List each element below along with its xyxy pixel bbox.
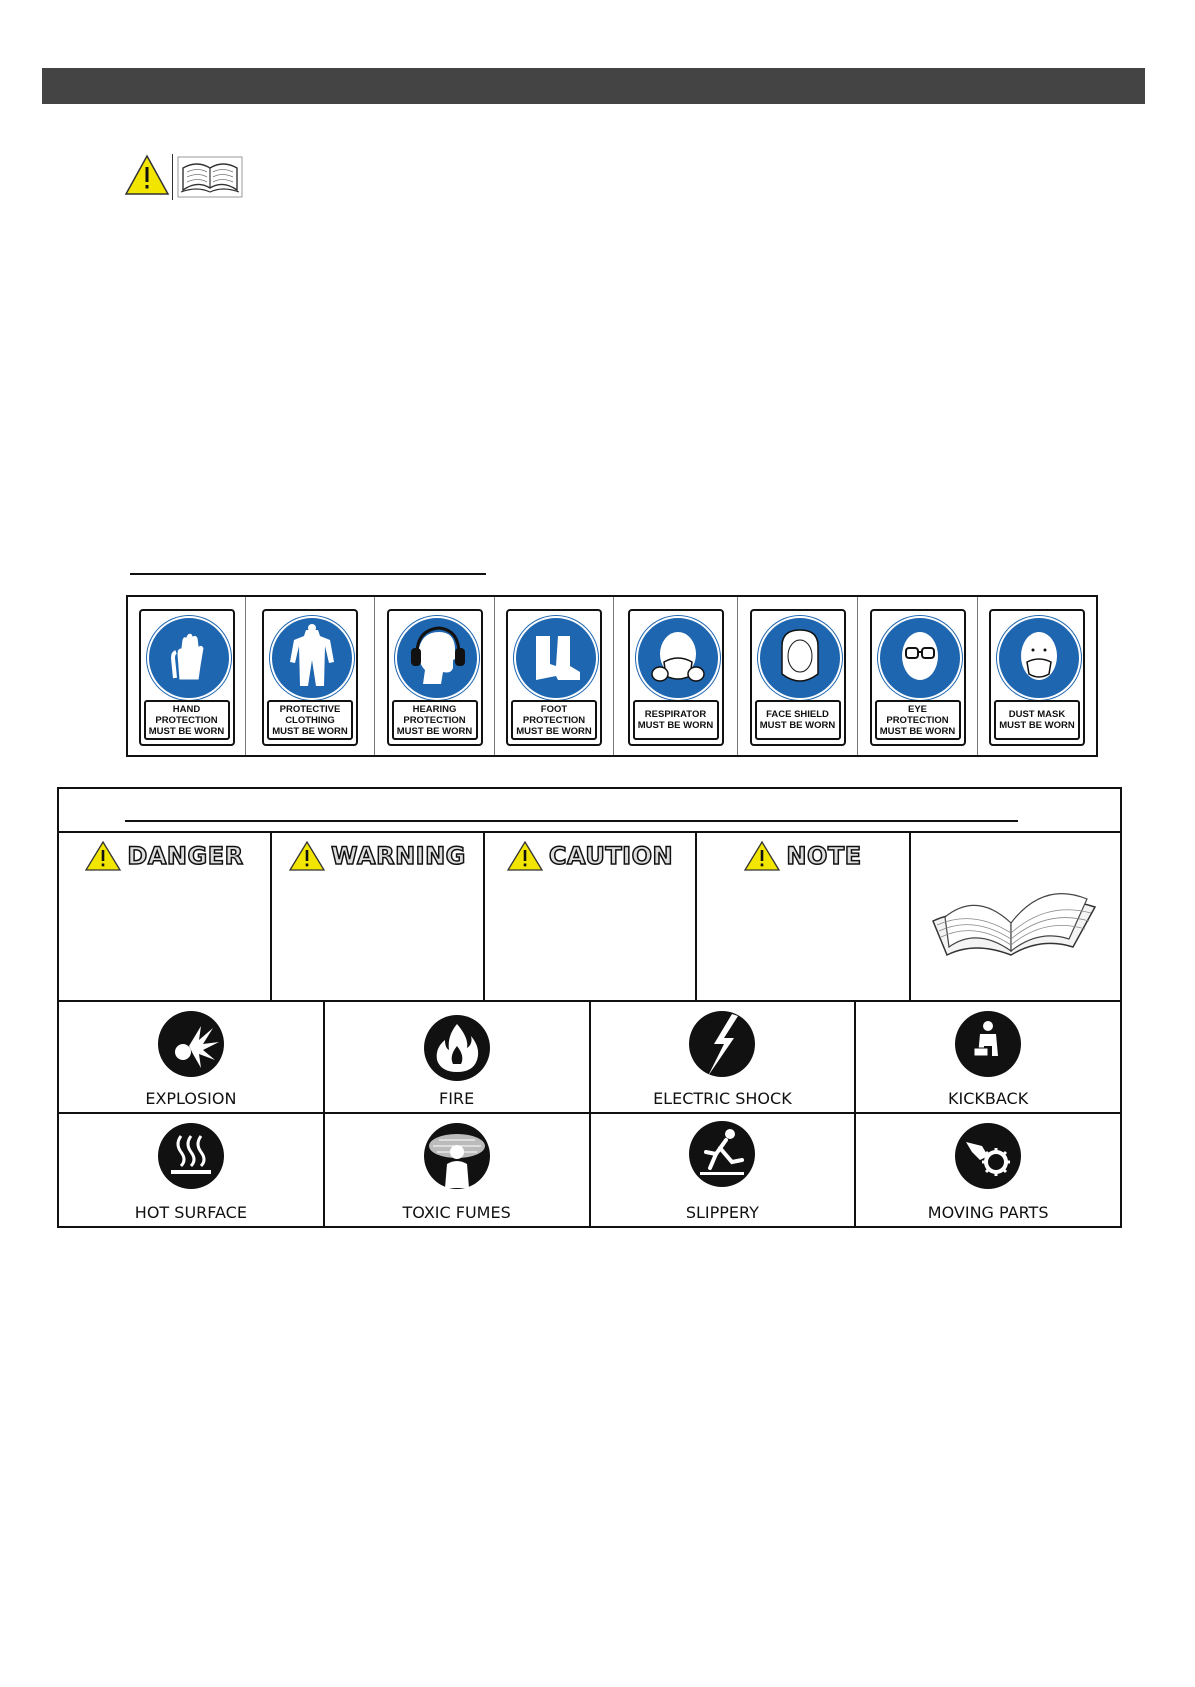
- ppe-sign: PROTECTIVE CLOTHING MUST BE WORN: [262, 609, 358, 746]
- dust-mask-icon: [1021, 632, 1057, 680]
- ppe-cell-eye: EYE PROTECTION MUST BE WORN: [858, 597, 978, 755]
- ppe-label: RESPIRATOR MUST BE WORN: [632, 700, 719, 740]
- ppe-label: DUST MASK MUST BE WORN: [994, 700, 1080, 740]
- hazard-label: SLIPPERY: [685, 1203, 759, 1222]
- toxic-fumes-icon: [423, 1123, 490, 1189]
- ear-muff-icon: [410, 626, 465, 684]
- face-shield-icon: [780, 629, 819, 682]
- signal-cell-warning: WARNING: [272, 833, 485, 1000]
- kickback-icon: [955, 1011, 1022, 1077]
- boot-icon: [536, 636, 580, 680]
- ppe-label: FACE SHIELD MUST BE WORN: [754, 700, 841, 740]
- slippery-icon: [689, 1121, 756, 1187]
- warning-triangle-icon: [85, 841, 122, 871]
- hazard-cell-hot-surface: HOT SURFACE: [59, 1114, 325, 1226]
- ppe-sign: HAND PROTECTION MUST BE WORN: [138, 609, 235, 746]
- hazard-cell-explosion: EXPLOSION: [59, 1002, 325, 1112]
- warning-triangle-icon: [506, 841, 543, 871]
- ppe-label: HEARING PROTECTION MUST BE WORN: [391, 700, 478, 740]
- hazard-row-1: EXPLOSION FIRE ELECTRIC SHOCK: [59, 1002, 1120, 1114]
- signal-cell-manual: [911, 833, 1120, 1000]
- ppe-cell-hand: HAND PROTECTION MUST BE WORN: [128, 597, 246, 755]
- signal-cell-note: NOTE: [697, 833, 911, 1000]
- ppe-sign: RESPIRATOR MUST BE WORN: [627, 609, 724, 746]
- ppe-cell-hearing: HEARING PROTECTION MUST BE WORN: [375, 597, 495, 755]
- glove-icon: [170, 632, 205, 681]
- read-manual-icon: [177, 156, 243, 198]
- ppe-cell-respirator: RESPIRATOR MUST BE WORN: [614, 597, 738, 755]
- ppe-cell-clothing: PROTECTIVE CLOTHING MUST BE WORN: [246, 597, 375, 755]
- signal-cell-danger: DANGER: [59, 833, 272, 1000]
- hazard-label: ELECTRIC SHOCK: [653, 1089, 792, 1108]
- hazard-label: MOVING PARTS: [927, 1203, 1049, 1222]
- hot-surface-icon: [157, 1123, 224, 1189]
- ppe-sign: DUST MASK MUST BE WORN: [989, 609, 1085, 746]
- ppe-cell-face-shield: FACE SHIELD MUST BE WORN: [738, 597, 858, 755]
- hazard-label: HOT SURFACE: [134, 1203, 247, 1222]
- respirator-icon: [650, 632, 705, 682]
- hazard-cell-slippery: SLIPPERY: [591, 1114, 857, 1226]
- hazard-cell-fire: FIRE: [325, 1002, 591, 1112]
- header-underline: [125, 820, 1018, 822]
- warning-triangle-icon: [124, 154, 170, 195]
- header-bar: [42, 68, 1145, 104]
- hazard-symbols-table: DANGER WARNING CAUTION: [57, 787, 1122, 1228]
- ppe-cell-foot: FOOT PROTECTION MUST BE WORN: [495, 597, 614, 755]
- section-underline: [130, 573, 486, 575]
- signal-words-row: DANGER WARNING CAUTION: [59, 833, 1120, 1002]
- ppe-cell-dust-mask: DUST MASK MUST BE WORN: [978, 597, 1096, 755]
- warning-triangle-icon: [289, 841, 326, 871]
- signal-cell-caution: CAUTION: [485, 833, 697, 1000]
- ppe-label: FOOT PROTECTION MUST BE WORN: [511, 700, 597, 740]
- hazard-label: EXPLOSION: [145, 1089, 237, 1108]
- signal-word-note: NOTE: [786, 841, 862, 871]
- hazard-label: TOXIC FUMES: [402, 1203, 511, 1222]
- ppe-sign: EYE PROTECTION MUST BE WORN: [869, 609, 966, 746]
- ppe-sign: FACE SHIELD MUST BE WORN: [749, 609, 846, 746]
- ppe-label: HAND PROTECTION MUST BE WORN: [143, 700, 230, 740]
- hazard-cell-kickback: KICKBACK: [856, 1002, 1120, 1112]
- open-book-icon: [932, 893, 1097, 957]
- hazard-label: KICKBACK: [948, 1089, 1029, 1108]
- signal-word-danger: DANGER: [127, 841, 244, 871]
- signal-word-caution: CAUTION: [548, 841, 674, 871]
- goggles-icon: [901, 632, 938, 680]
- hazard-row-2: HOT SURFACE TOXIC FUMES SLIPPERY: [59, 1114, 1120, 1226]
- moving-parts-icon: [955, 1123, 1022, 1189]
- icon-separator: [172, 154, 173, 200]
- intro-icons: [124, 154, 244, 200]
- ppe-sign: FOOT PROTECTION MUST BE WORN: [506, 609, 602, 746]
- warning-triangle-icon: [744, 841, 781, 871]
- ppe-label: PROTECTIVE CLOTHING MUST BE WORN: [267, 700, 353, 740]
- ppe-label: EYE PROTECTION MUST BE WORN: [874, 700, 961, 740]
- hazard-label: FIRE: [439, 1089, 475, 1108]
- coverall-icon: [290, 624, 334, 686]
- ppe-signs-strip: HAND PROTECTION MUST BE WORN PROTECTIVE …: [126, 595, 1098, 757]
- ppe-sign: HEARING PROTECTION MUST BE WORN: [386, 609, 483, 746]
- electric-shock-icon: [689, 1011, 756, 1077]
- hazard-cell-electric-shock: ELECTRIC SHOCK: [591, 1002, 857, 1112]
- table-header-row: [59, 789, 1120, 833]
- fire-icon: [423, 1015, 490, 1081]
- hazard-cell-moving-parts: MOVING PARTS: [856, 1114, 1120, 1226]
- explosion-icon: [157, 1011, 224, 1077]
- signal-word-warning: WARNING: [330, 841, 466, 871]
- hazard-cell-toxic-fumes: TOXIC FUMES: [325, 1114, 591, 1226]
